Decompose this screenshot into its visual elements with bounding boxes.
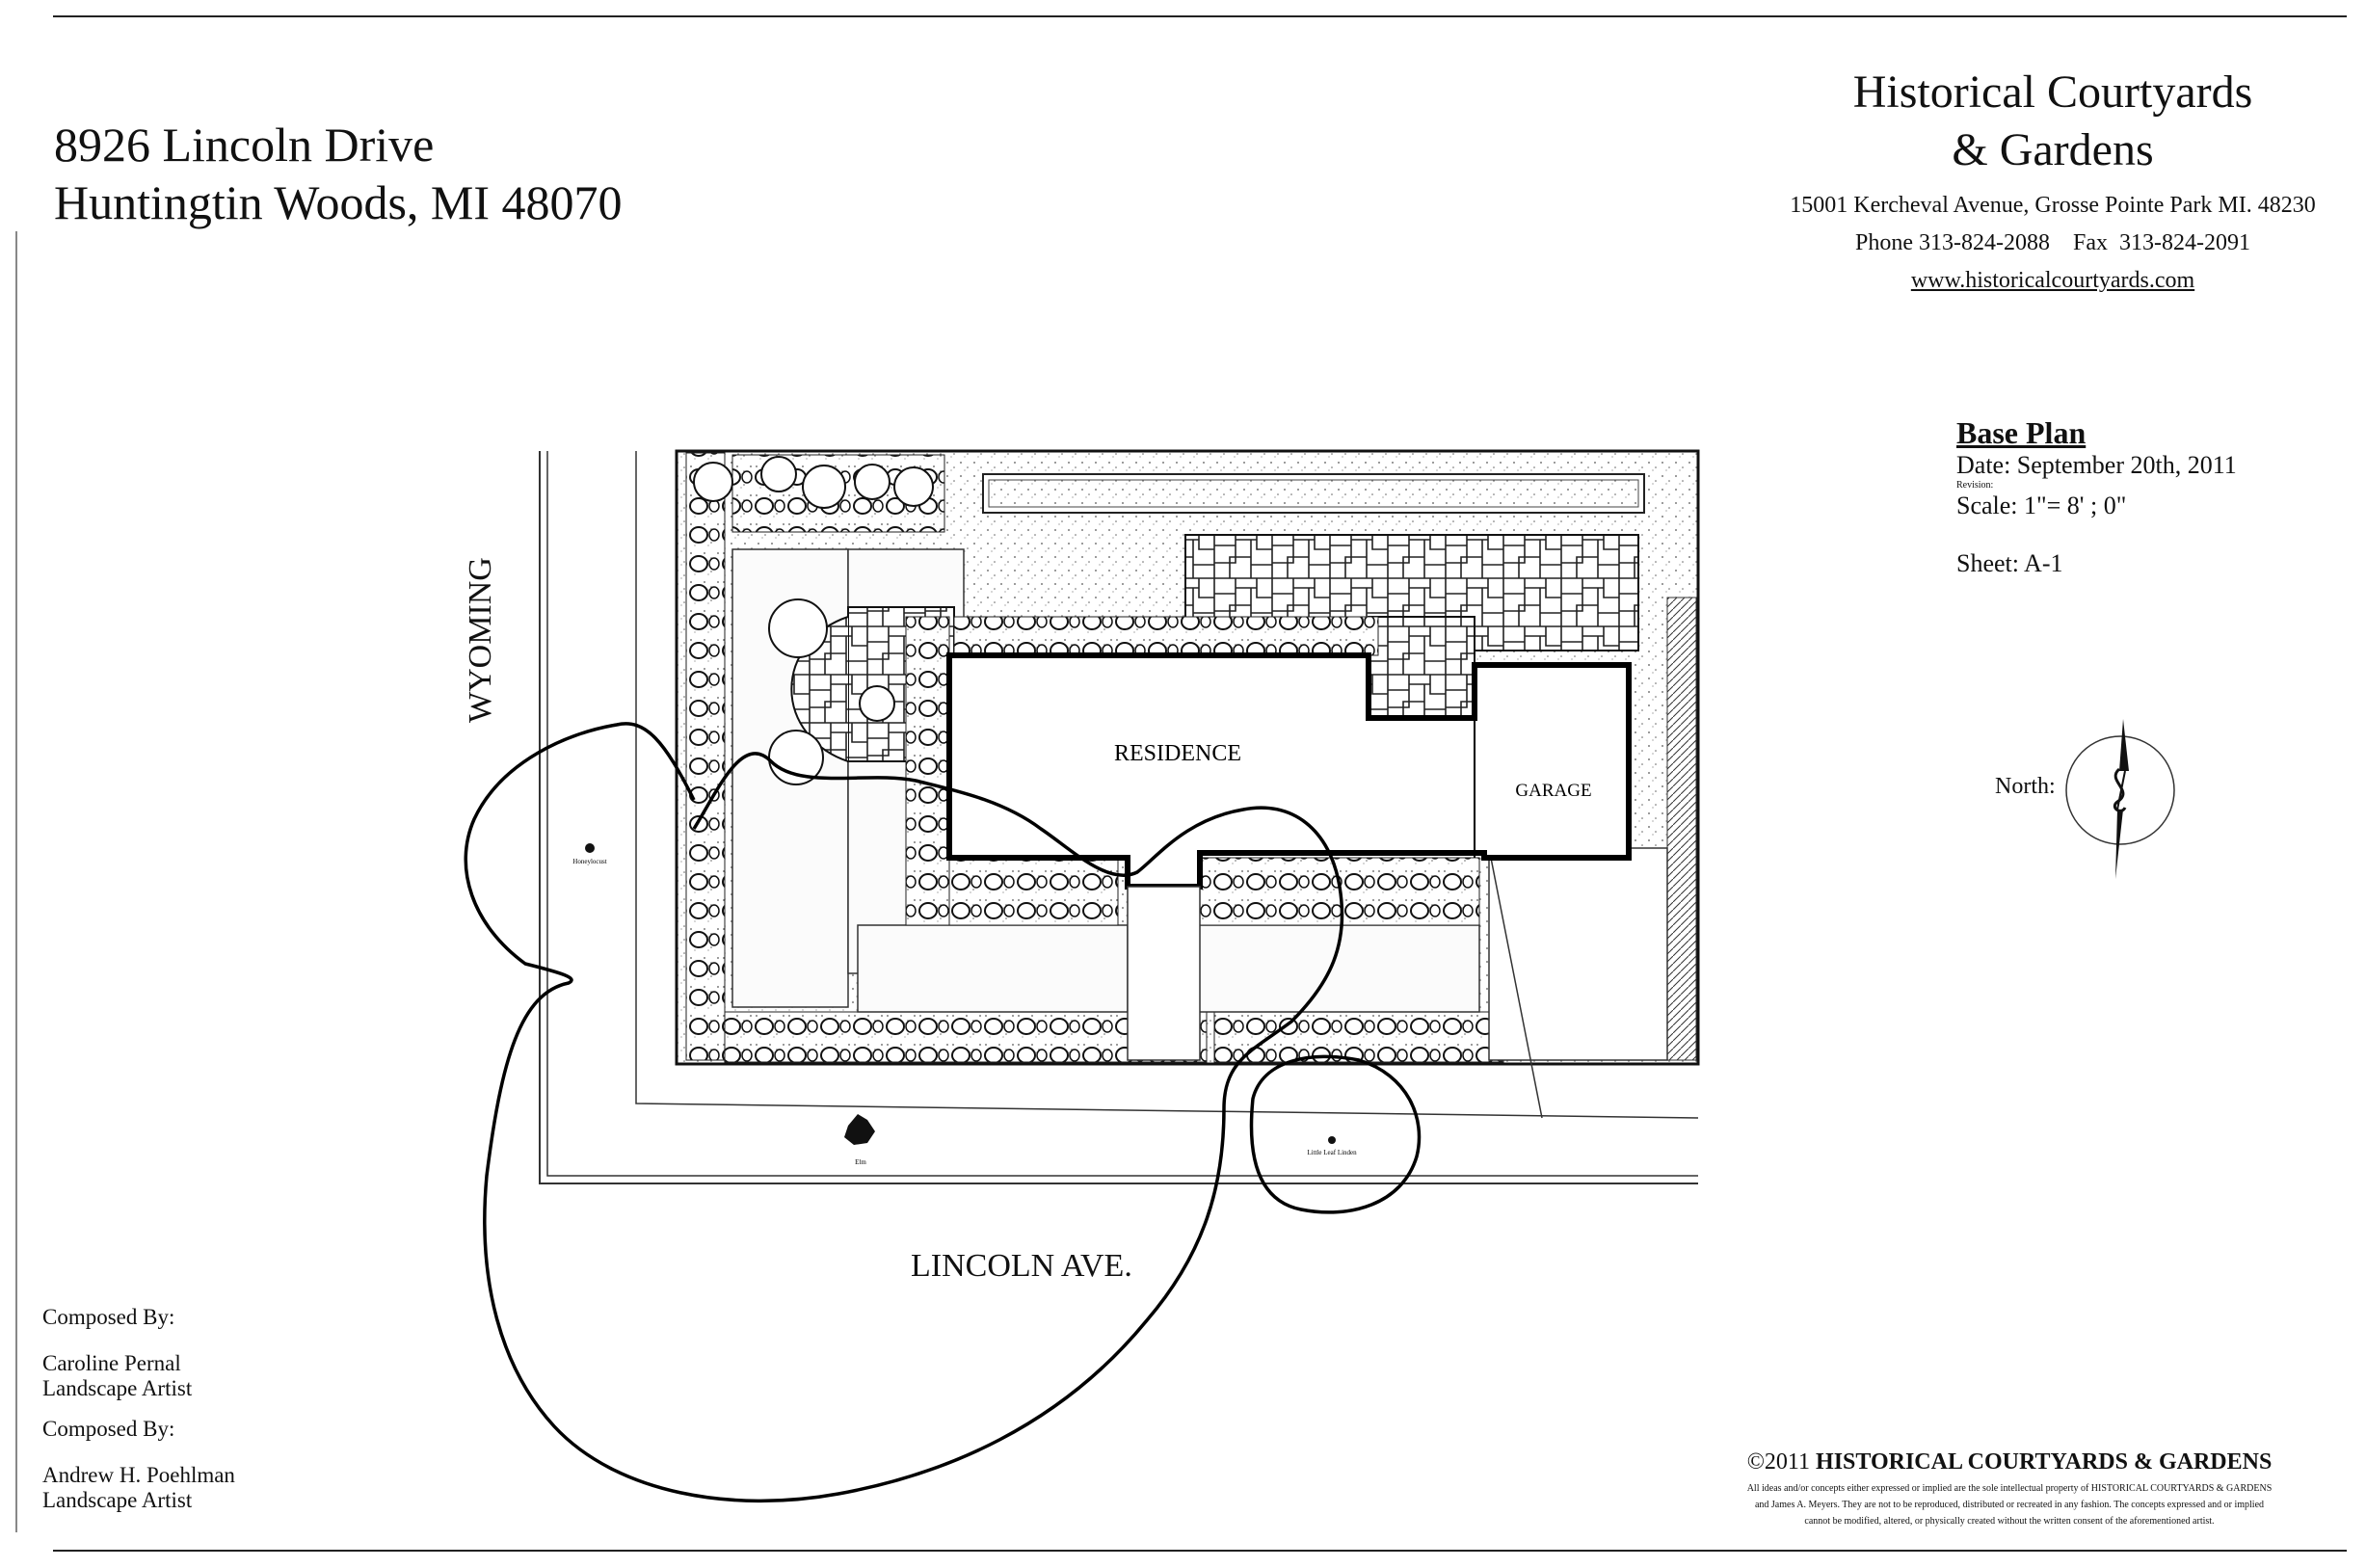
credits-person-1-role: Landscape Artist	[42, 1376, 193, 1400]
credits-person-2-role: Landscape Artist	[42, 1488, 193, 1512]
company-street: 15001 Kercheval Avenue, Grosse Pointe Pa…	[1790, 193, 2316, 218]
left-border-rule	[15, 231, 17, 1532]
credits-heading-2: Composed By:	[42, 1417, 175, 1441]
tree-southeast-label: Little Leaf Linden	[1307, 1149, 1357, 1156]
plan-revision: Revision:	[1956, 480, 1994, 491]
copyright-fine-2: and James A. Meyers. They are not to be …	[1754, 1500, 2265, 1510]
residence-label: RESIDENCE	[1114, 741, 1241, 766]
company-name-line-1: Historical Courtyards	[1852, 66, 2253, 118]
street-lincoln-label: LINCOLN AVE.	[911, 1248, 1132, 1284]
copyright-heading: ©2011 HISTORICAL COURTYARDS & GARDENS	[1677, 1448, 2342, 1476]
company-url[interactable]: www.historicalcourtyards.com	[1910, 268, 2195, 293]
property-address: 8926 Lincoln Drive Huntingtin Woods, MI …	[54, 116, 623, 231]
north-arrow-icon	[2065, 719, 2175, 879]
copyright-fine-1: All ideas and/or concepts either express…	[1746, 1483, 2273, 1494]
credits-heading-1: Composed By:	[42, 1305, 175, 1329]
top-border-rule	[53, 15, 2347, 17]
north-label: North:	[1995, 774, 2056, 799]
company-phone: Phone 313-824-2088 Fax 313-824-2091	[1855, 230, 2250, 255]
plan-date: Date: September 20th, 2011	[1956, 451, 2237, 479]
credits-person-2-name: Andrew H. Poehlman	[42, 1463, 235, 1487]
copyright-block: ©2011 HISTORICAL COURTYARDS & GARDENS Al…	[1677, 1448, 2342, 1529]
garage-label: GARAGE	[1515, 781, 1591, 801]
credits-block: Composed By: Caroline Pernal Landscape A…	[42, 1305, 235, 1513]
tree-west-label: Honeylocust	[572, 858, 606, 865]
copyright-owner: HISTORICAL COURTYARDS & GARDENS	[1816, 1449, 2273, 1475]
plan-title: Base Plan	[1956, 415, 2087, 450]
address-line-1: 8926 Lincoln Drive	[54, 118, 435, 172]
address-line-2: Huntingtin Woods, MI 48070	[54, 175, 623, 229]
tree-south-label: Elm	[855, 1158, 866, 1166]
copyright-fine-3: cannot be modified, altered, or physical…	[1804, 1516, 2215, 1527]
credits-person-1-name: Caroline Pernal	[42, 1351, 181, 1375]
plan-info: Base Plan Date: September 20th, 2011 Rev…	[1956, 414, 2237, 578]
bottom-border-rule	[53, 1550, 2347, 1552]
company-name-line-2: & Gardens	[1952, 124, 2154, 175]
company-block: Historical Courtyards & Gardens 15001 Ke…	[1744, 64, 2361, 300]
plan-scale: Scale: 1"= 8' ; 0"	[1956, 492, 2127, 519]
copyright-prefix: ©2011	[1746, 1449, 1817, 1475]
plan-sheet: Sheet: A-1	[1956, 549, 2063, 577]
